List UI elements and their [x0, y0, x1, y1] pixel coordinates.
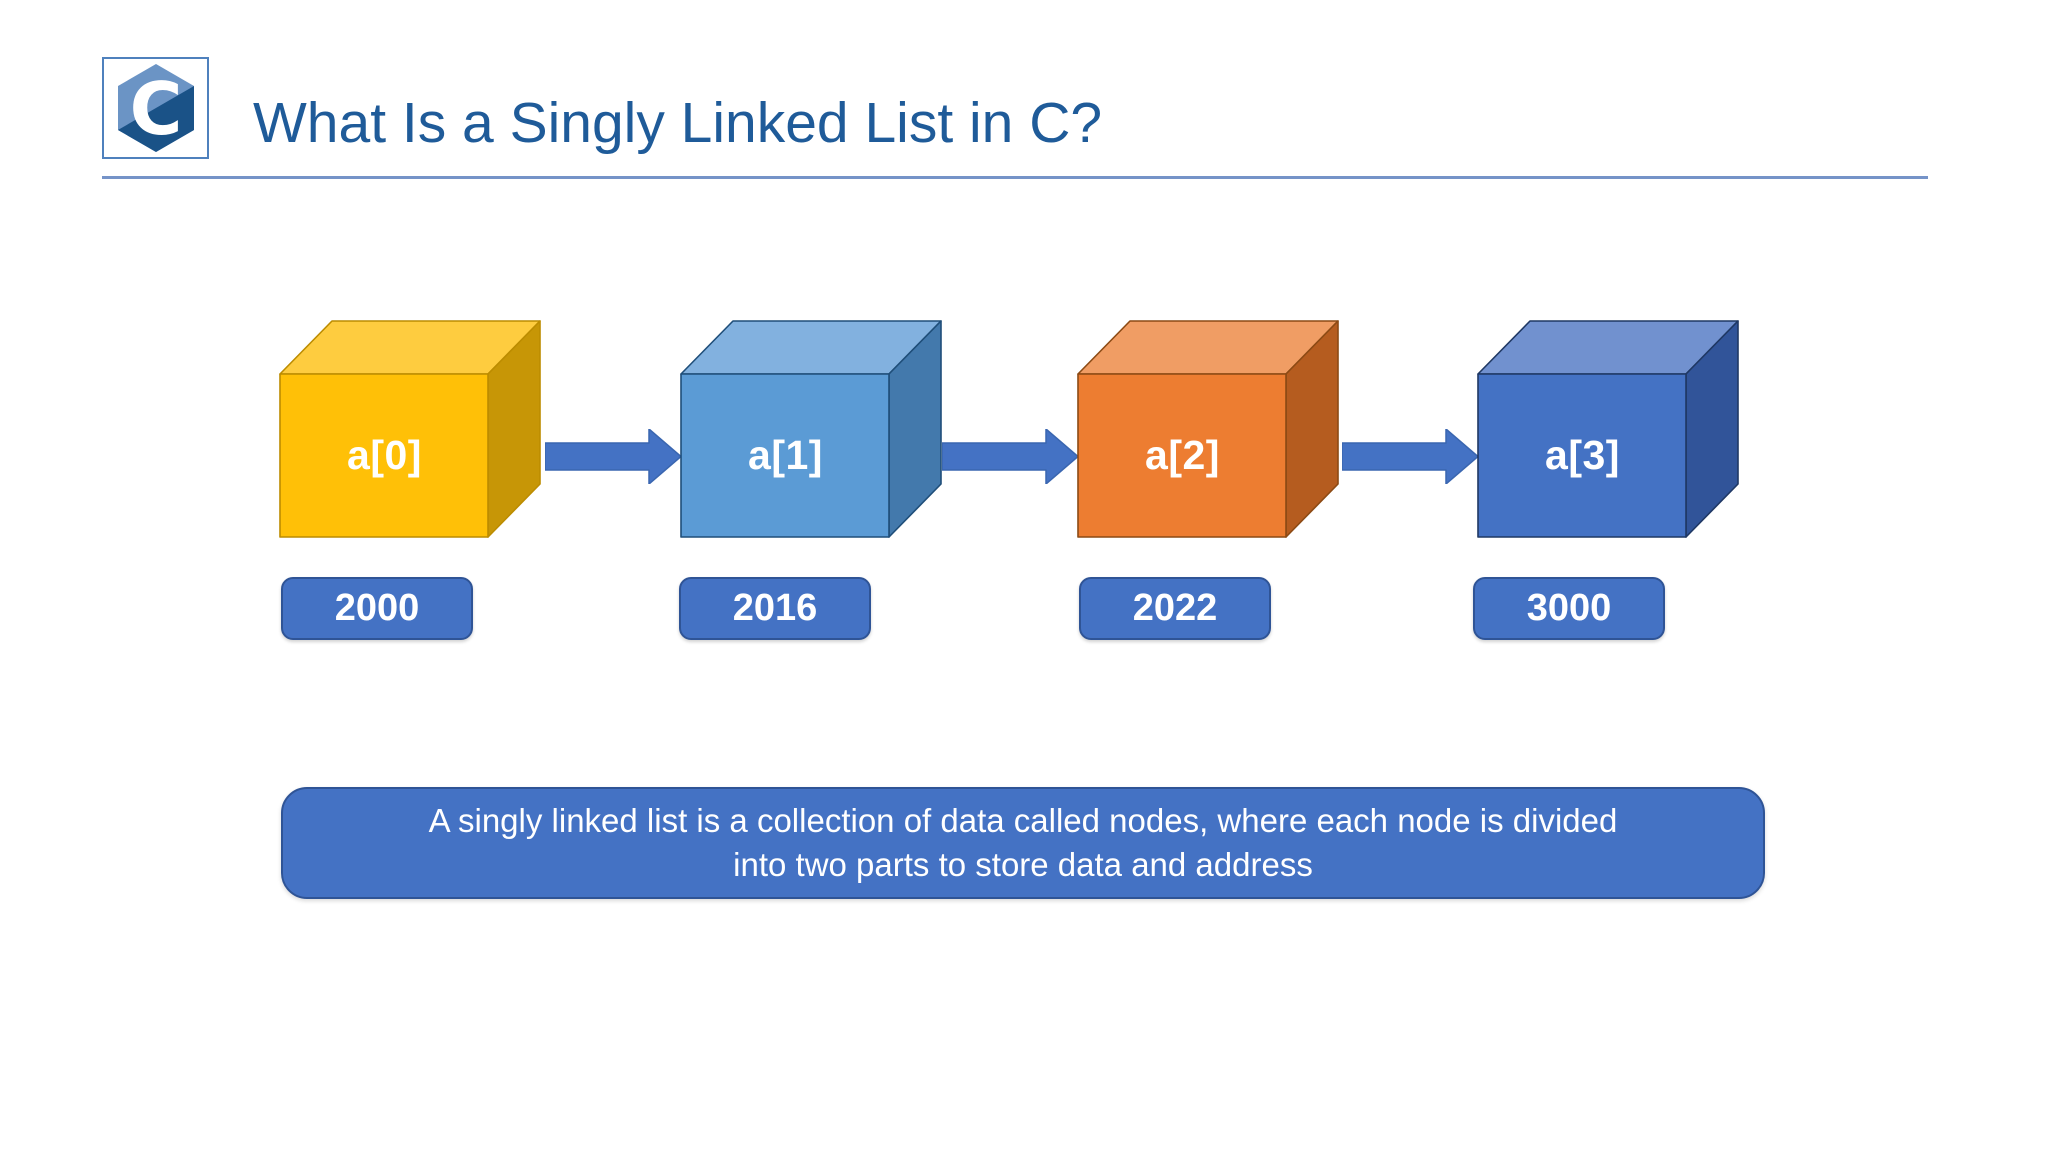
- page-title: What Is a Singly Linked List in C?: [253, 91, 1103, 155]
- definition-line-1: A singly linked list is a collection of …: [428, 802, 1618, 839]
- next-pointer-arrow-icon: [942, 429, 1078, 484]
- node-label-a1: a[1]: [748, 431, 823, 478]
- definition-banner: A singly linked list is a collection of …: [281, 787, 1765, 899]
- node-cube-a0: [279, 320, 541, 538]
- next-pointer-arrow-icon: [1342, 429, 1478, 484]
- address-chip-2022: 2022: [1079, 577, 1271, 640]
- c-logo-hexagon-icon: C: [117, 64, 194, 152]
- logo-hex-dark-half: [117, 86, 194, 152]
- address-chip-2000: 2000: [281, 577, 473, 640]
- cube-front-face: [279, 373, 489, 538]
- node-label-a0: a[0]: [347, 431, 422, 478]
- node-cube-a3: [1477, 320, 1739, 538]
- node-cube-a2: [1077, 320, 1339, 538]
- node-cube-a1: [680, 320, 942, 538]
- cube-front-face: [1077, 373, 1287, 538]
- next-pointer-arrow-icon: [545, 429, 681, 484]
- node-label-a2: a[2]: [1145, 431, 1220, 478]
- cube-front-face: [1477, 373, 1687, 538]
- logo-letter: C: [129, 67, 182, 151]
- definition-line-2: into two parts to store data and address: [733, 846, 1313, 883]
- c-language-logo: C: [102, 57, 209, 159]
- arrow-shape: [942, 429, 1078, 484]
- arrow-shape: [545, 429, 681, 484]
- arrow-shape: [1342, 429, 1478, 484]
- address-chip-2016: 2016: [679, 577, 871, 640]
- address-chip-3000: 3000: [1473, 577, 1665, 640]
- cube-front-face: [680, 373, 890, 538]
- node-label-a3: a[3]: [1545, 431, 1620, 478]
- title-divider: [102, 176, 1928, 179]
